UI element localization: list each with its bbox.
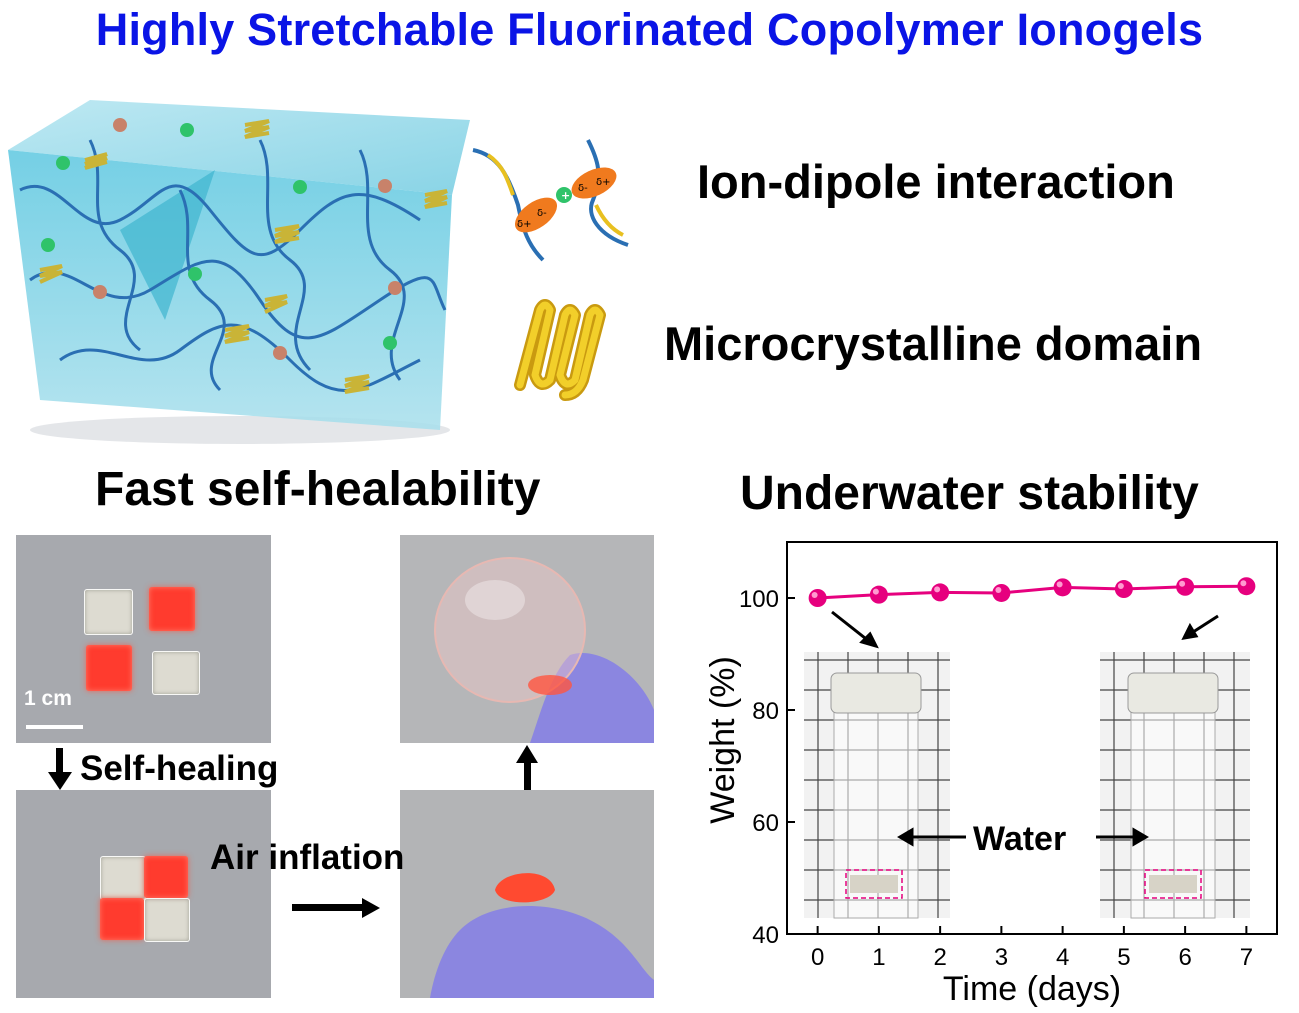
network-cube-illustration (8, 100, 470, 444)
data-point-highlight (934, 586, 941, 593)
microcrystalline-icon (514, 299, 606, 401)
data-point (1237, 577, 1256, 596)
right-arrow-shaft (292, 904, 364, 911)
y-axis-label: Weight (%) (704, 656, 742, 824)
data-point-highlight (1240, 580, 1247, 587)
self-heal-heading: Fast self-healability (95, 463, 541, 516)
underwater-heading: Underwater stability (740, 467, 1199, 520)
red-gel-piece (149, 587, 195, 631)
red-gel-piece (86, 645, 132, 691)
clear-gel-piece (100, 856, 146, 900)
y-tick-label: 60 (752, 810, 779, 837)
x-tick-label: 5 (1117, 944, 1130, 971)
dipole-label: δ- (578, 183, 588, 194)
y-tick-label: 80 (752, 698, 779, 725)
data-point (808, 589, 827, 607)
x-tick-label: 0 (811, 944, 824, 971)
page-title: Highly Stretchable Fluorinated Copolymer… (95, 4, 1204, 55)
data-point-highlight (872, 588, 879, 595)
down-arrow-shaft (56, 748, 63, 774)
data-point (1114, 580, 1133, 599)
data-point (992, 583, 1011, 602)
photo-separate-gels: 1 cm (16, 535, 271, 743)
photo-healed-gel (16, 790, 271, 998)
data-point (1176, 577, 1195, 596)
plot-frame (786, 541, 1278, 935)
data-point (1053, 578, 1072, 597)
dipole-label: δ+ (596, 177, 611, 188)
data-point-highlight (1179, 580, 1186, 587)
ion-dipole-icon: + δ+ δ- δ- δ+ (472, 139, 629, 262)
ion-dipole-label: Ion-dipole interaction (697, 155, 1175, 208)
right-arrow-icon (362, 898, 380, 918)
data-point-highlight (1117, 583, 1124, 590)
pointer-arrows (831, 610, 1219, 847)
up-arrow-shaft (524, 762, 531, 790)
bubble-drawing (434, 557, 654, 743)
data-point-highlight (811, 592, 818, 598)
red-gel-piece (144, 856, 188, 898)
clear-gel-piece (84, 589, 133, 635)
down-arrow-icon (48, 772, 72, 790)
y-tick-label: 40 (752, 922, 779, 949)
finger-drawing (430, 873, 654, 998)
x-tick-label: 1 (872, 944, 885, 971)
ion-markers (41, 118, 402, 360)
data-point (869, 585, 888, 604)
photo-inflated-bubble (400, 535, 654, 743)
scale-bar (26, 725, 83, 729)
dipole-label: δ- (537, 208, 547, 219)
data-point (931, 583, 950, 602)
air-inflation-label: Air inflation (210, 838, 405, 877)
red-gel-piece (100, 898, 144, 940)
x-tick-label: 6 (1178, 944, 1191, 971)
cube-cut-plane (120, 170, 215, 320)
vial-photo-day7 (1100, 652, 1250, 919)
microcrystalline-label: Microcrystalline domain (664, 317, 1203, 370)
svg-text:+: + (561, 189, 570, 202)
cube-shadow (30, 416, 450, 444)
x-tick-label: 4 (1056, 944, 1069, 971)
vial-photo-day0 (804, 652, 950, 919)
dipole-label: δ+ (517, 219, 532, 230)
x-axis-label: Time (days) (943, 970, 1121, 1008)
data-point-highlight (995, 586, 1002, 593)
y-tick-label: 100 (739, 586, 779, 613)
self-healing-label: Self-healing (80, 749, 279, 788)
x-tick-label: 3 (995, 944, 1008, 971)
scale-bar-label: 1 cm (24, 687, 72, 710)
series-line (817, 584, 1247, 600)
water-annotation: Water (973, 820, 1066, 858)
microcrystalline-domains (39, 119, 448, 394)
weight-chart: 0 1 2 3 4 5 6 7 40 60 80 100 Water Time (days) Weig… (704, 541, 1278, 1008)
photo-gel-on-finger (400, 790, 654, 998)
up-arrow-icon (516, 745, 538, 763)
clear-gel-piece (144, 898, 190, 942)
data-point-highlight (1056, 581, 1063, 588)
x-tick-label: 7 (1240, 944, 1253, 971)
clear-gel-piece (152, 651, 200, 695)
x-tick-label: 2 (933, 944, 946, 971)
